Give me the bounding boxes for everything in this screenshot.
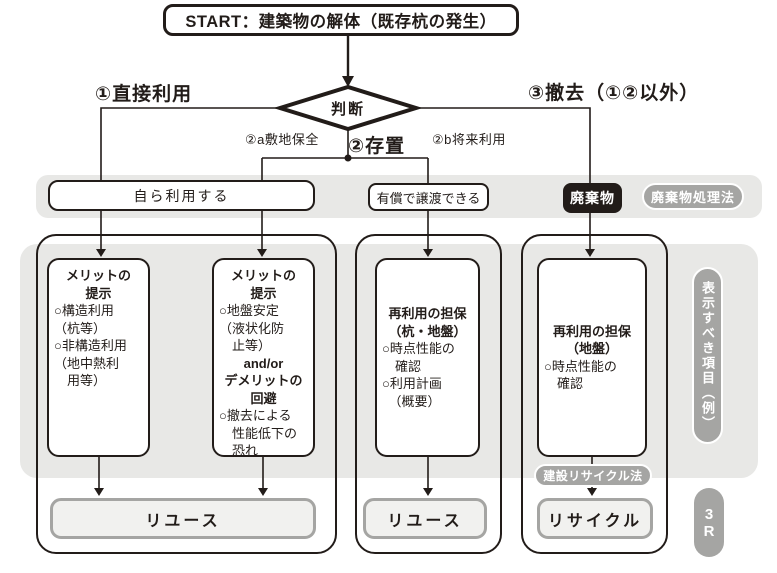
start-node: START：建築物の解体（既存杭の発生） [163,4,519,36]
box2-title2: デメリットの 回避 [224,373,303,406]
reuse-middle-label: リユース [387,512,463,530]
waste-label: 廃棄物 [570,190,615,206]
box3-title: 再利用の担保 （杭・地盤） [388,306,467,339]
three-r-badge: 3 R [694,488,724,557]
box-reuse-guarantee-pile: 再利用の担保 （杭・地盤） ○時点性能の 確認 ○利用計画 （概要） [375,258,480,457]
box4-body: ○時点性能の 確認 [544,358,617,392]
construction-recycle-law-pill: 建設リサイクル法 [534,464,652,487]
self-use-node: 自ら利用する [48,180,315,211]
display-items-pill: 表示すべき項目（例） [692,267,723,444]
box2-body: ○地盤安定 （液状化防 止等） [219,303,285,353]
waste-law-pill: 廃棄物処理法 [642,183,744,210]
transfer-node: 有償で譲渡できる [368,183,489,211]
transfer-label: 有償で譲渡できる [376,190,481,206]
box-merit-ground: メリットの 提示 ○地盤安定 （液状化防 止等） and/or デメリットの 回… [212,258,315,458]
box1-body: ○構造利用 （杭等） ○非構造利用 （地中熱利 用等） [54,303,127,388]
group-removal [521,234,668,554]
branch-removal-label: ③撤去（①②以外） [528,83,700,104]
reuse-left-label: リユース [145,512,221,530]
start-label: START：建築物の解体（既存杭の発生） [185,13,497,31]
waste-law-label: 廃棄物処理法 [650,190,735,205]
box-merit-structural: メリットの 提示 ○構造利用 （杭等） ○非構造利用 （地中熱利 用等） [47,258,150,457]
result-reuse-left: リユース [50,498,316,539]
group-leave-transfer [355,234,502,554]
display-items-label: 表示すべき項目（例） [700,280,715,431]
box4-title: 再利用の担保 （地盤） [552,323,631,357]
result-recycle: リサイクル [537,498,653,539]
branch-2b-label: ②b将来利用 [432,132,506,147]
branch-leave-label: ②存置 [348,136,406,157]
construction-recycle-law-label: 建設リサイクル法 [543,469,643,483]
box3-body: ○時点性能の 確認 ○利用計画 （概要） [382,341,455,409]
branch-direct-use-label: ①直接利用 [95,84,193,105]
arrowheads [94,76,597,496]
waste-node: 廃棄物 [563,183,622,213]
decision-label: 判断 [330,101,365,118]
group-direct-use [36,234,337,554]
box-reuse-guarantee-ground: 再利用の担保 （地盤） ○時点性能の 確認 [537,258,647,457]
recycle-label: リサイクル [547,512,643,530]
result-reuse-middle: リユース [363,498,487,539]
box2-body2: ○撤去による 性能低下の 恐れ [219,408,298,458]
junction-dot [344,154,352,162]
box2-title: メリットの 提示 [230,268,296,301]
branch-2a-label: ②a敷地保全 [245,132,319,147]
self-use-label: 自ら利用する [133,187,230,204]
box2-connector: and/or [243,355,284,371]
box1-title: メリットの 提示 [65,268,131,301]
decision-diamond [273,84,423,132]
